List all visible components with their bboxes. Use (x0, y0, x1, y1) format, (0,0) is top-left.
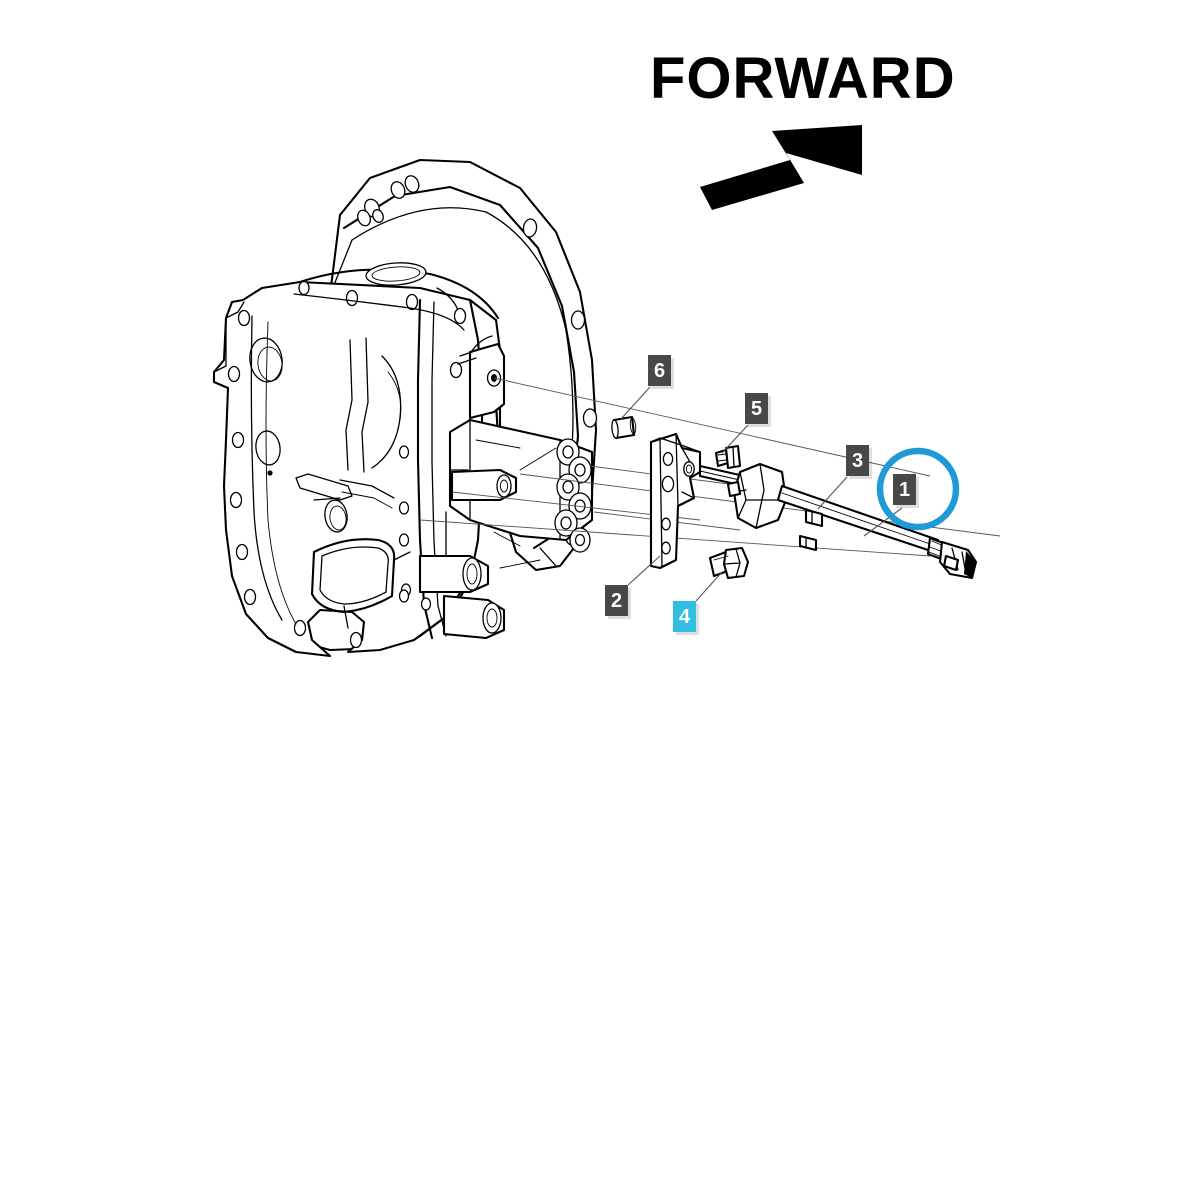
transmission-housing (212, 158, 598, 658)
part-2-bracket-plate (649, 432, 702, 570)
callout-leader-lines (620, 386, 903, 602)
leader-6 (620, 386, 651, 420)
callout-1[interactable]: 1 (893, 474, 916, 505)
leader-4 (695, 571, 723, 602)
callout-2[interactable]: 2 (605, 585, 628, 616)
part-4-hex-nut (708, 546, 750, 580)
leader-1 (863, 507, 903, 537)
part-3-rod-clip (804, 508, 824, 528)
housing-front-bolt-holes (227, 280, 467, 649)
part-5-hex-bolt (714, 444, 742, 470)
callout-4[interactable]: 4 (673, 601, 696, 632)
forward-label: FORWARD (650, 46, 956, 111)
rod-clip-secondary (798, 534, 818, 552)
housing-bolt-bosses (554, 438, 592, 553)
leader-3 (817, 476, 848, 510)
callout-5[interactable]: 5 (745, 393, 768, 424)
callout-3[interactable]: 3 (846, 445, 869, 476)
leader-2 (627, 555, 661, 586)
part-1-shift-rod-assembly (698, 462, 978, 580)
leader-5 (721, 424, 749, 454)
forward-arrow-icon (700, 125, 862, 210)
highlight-ring (876, 447, 960, 531)
part-6-spacer-bushing (611, 415, 637, 440)
callout-6[interactable]: 6 (648, 355, 671, 386)
